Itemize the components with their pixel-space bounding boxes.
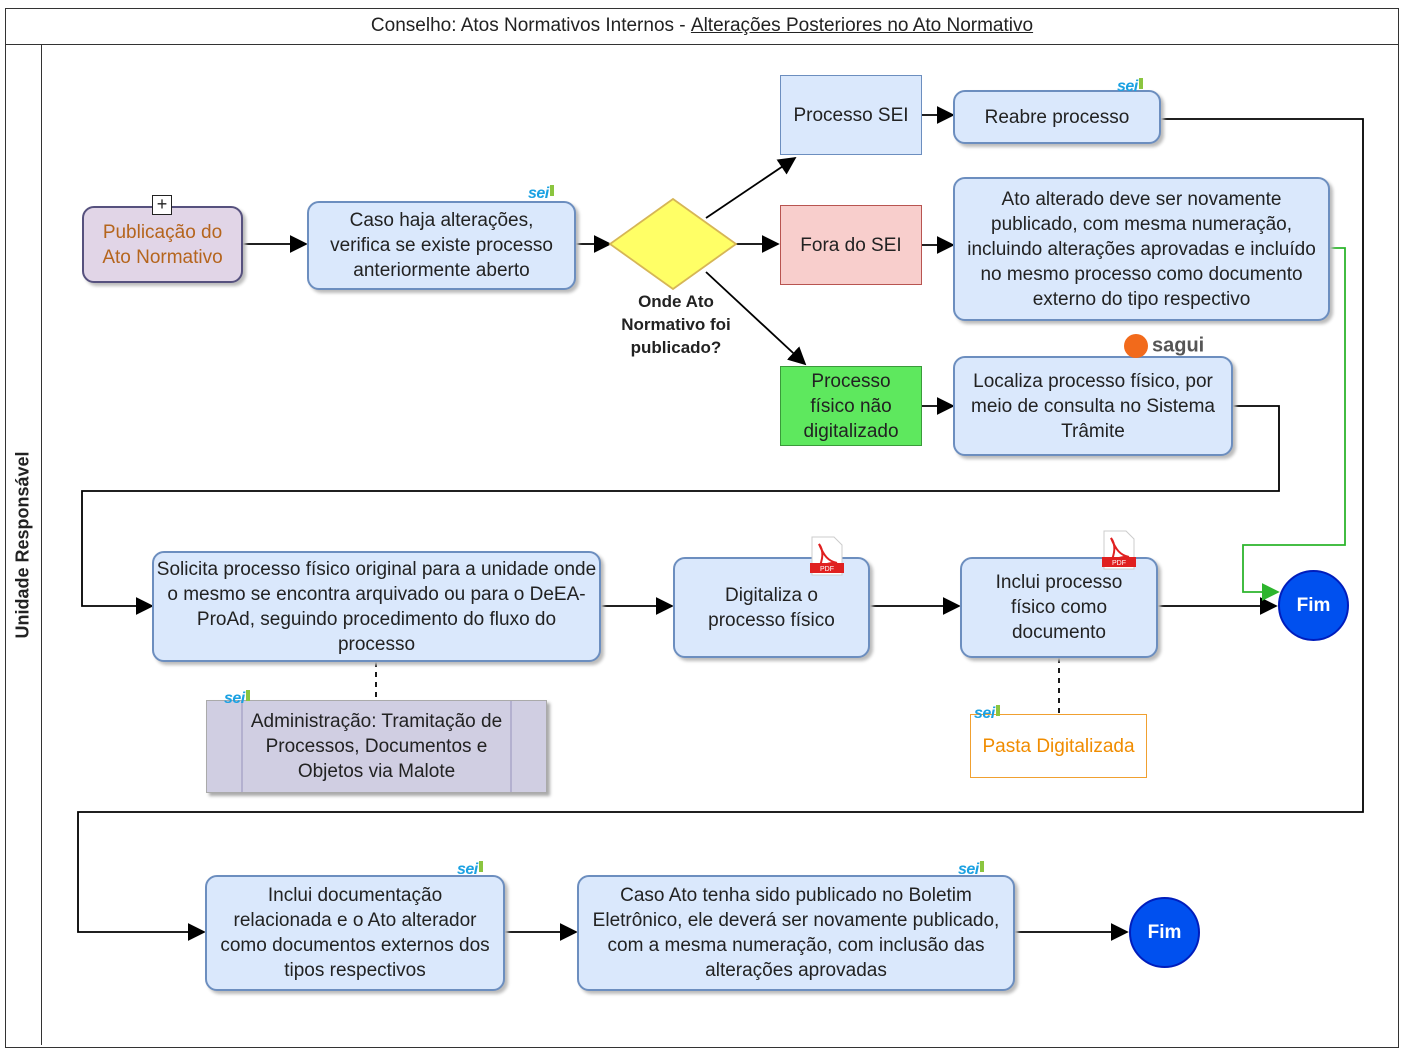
task-label: Digitaliza o processo físico — [708, 584, 835, 631]
pdf-icon: PDF — [810, 536, 844, 576]
sei-text: sei — [958, 861, 979, 878]
sei-logo-icon: sei — [974, 705, 1000, 723]
sei-text: sei — [974, 705, 995, 722]
task-inclui-fisico[interactable]: Inclui processo físico como documento — [960, 557, 1158, 658]
sei-logo-icon: sei — [457, 861, 483, 879]
task-label: Reabre processo — [984, 106, 1130, 128]
end-label: Fim — [1147, 921, 1182, 943]
subprocess-publicacao[interactable]: Publicação do Ato Normativo — [82, 206, 243, 283]
task-caso-ato[interactable]: Caso Ato tenha sido publicado no Boletim… — [577, 875, 1015, 991]
gateway-label: Onde Ato Normativo foi publicado? — [621, 292, 731, 357]
sei-logo-icon: sei — [528, 185, 554, 203]
end-event-fim[interactable]: Fim — [1278, 570, 1349, 641]
task-localiza[interactable]: Localiza processo físico, por meio de co… — [953, 356, 1233, 456]
expand-plus-icon[interactable]: + — [152, 195, 172, 215]
title-prefix: Conselho: Atos Normativos Internos - — [370, 15, 686, 36]
end-event-fim-2[interactable]: Fim — [1129, 897, 1200, 968]
sei-logo-icon: sei — [1117, 78, 1143, 96]
sei-text: sei — [457, 861, 478, 878]
task-reabre[interactable]: Reabre processo — [953, 90, 1161, 144]
pdf-text: PDF — [820, 566, 834, 573]
task-label: Inclui documentação relacionada e o Ato … — [220, 885, 490, 981]
sei-text: sei — [224, 690, 245, 707]
sei-logo-icon: sei — [224, 690, 250, 708]
swimlane-header: Unidade Responsável — [5, 45, 42, 1045]
system-label: Administração: Tramitação de Processos, … — [250, 711, 503, 782]
sei-text: sei — [528, 185, 549, 202]
data-object-label: Pasta Digitalizada — [982, 735, 1135, 757]
data-object-pasta-digitalizada[interactable]: Pasta Digitalizada — [970, 714, 1147, 778]
sagui-logo-icon: sagui — [1124, 334, 1204, 358]
pdf-text: PDF — [1112, 560, 1126, 567]
sei-logo-icon: sei — [958, 861, 984, 879]
sagui-text: sagui — [1152, 334, 1205, 357]
task-solicita[interactable]: Solicita processo físico original para a… — [152, 551, 601, 662]
node-label: Processo físico não digitalizado — [803, 370, 899, 442]
exclusive-gateway — [608, 197, 738, 291]
task-label: Solicita processo físico original para a… — [156, 558, 597, 655]
system-administracao[interactable]: Administração: Tramitação de Processos, … — [206, 700, 547, 793]
subprocess-label: Publicação do Ato Normativo — [102, 221, 223, 268]
node-fora-sei[interactable]: Fora do SEI — [780, 205, 922, 285]
task-label: Caso haja alterações, verifica se existe… — [330, 210, 553, 281]
node-label: Processo SEI — [793, 104, 909, 126]
sei-text: sei — [1117, 78, 1138, 95]
task-label: Inclui processo físico como documento — [995, 572, 1123, 643]
task-label: Caso Ato tenha sido publicado no Boletim… — [592, 885, 1000, 981]
task-caso-haja[interactable]: Caso haja alterações, verifica se existe… — [307, 201, 576, 290]
node-label: Fora do SEI — [800, 234, 902, 256]
end-label: Fim — [1296, 594, 1331, 616]
node-processo-sei[interactable]: Processo SEI — [780, 75, 922, 155]
task-inclui-documentacao[interactable]: Inclui documentação relacionada e o Ato … — [205, 875, 505, 991]
task-label: Localiza processo físico, por meio de co… — [971, 370, 1215, 442]
node-fisico-nao-digitalizado[interactable]: Processo físico não digitalizado — [780, 366, 922, 446]
title-underlined: Alterações Posteriores no Ato Normativo — [690, 15, 1034, 36]
diagram-title: Conselho: Atos Normativos Internos - Alt… — [5, 8, 1399, 45]
pdf-icon: PDF — [1102, 530, 1136, 570]
task-ato-alterado[interactable]: Ato alterado deve ser novamente publicad… — [953, 177, 1330, 321]
task-label: Ato alterado deve ser novamente publicad… — [967, 188, 1316, 310]
